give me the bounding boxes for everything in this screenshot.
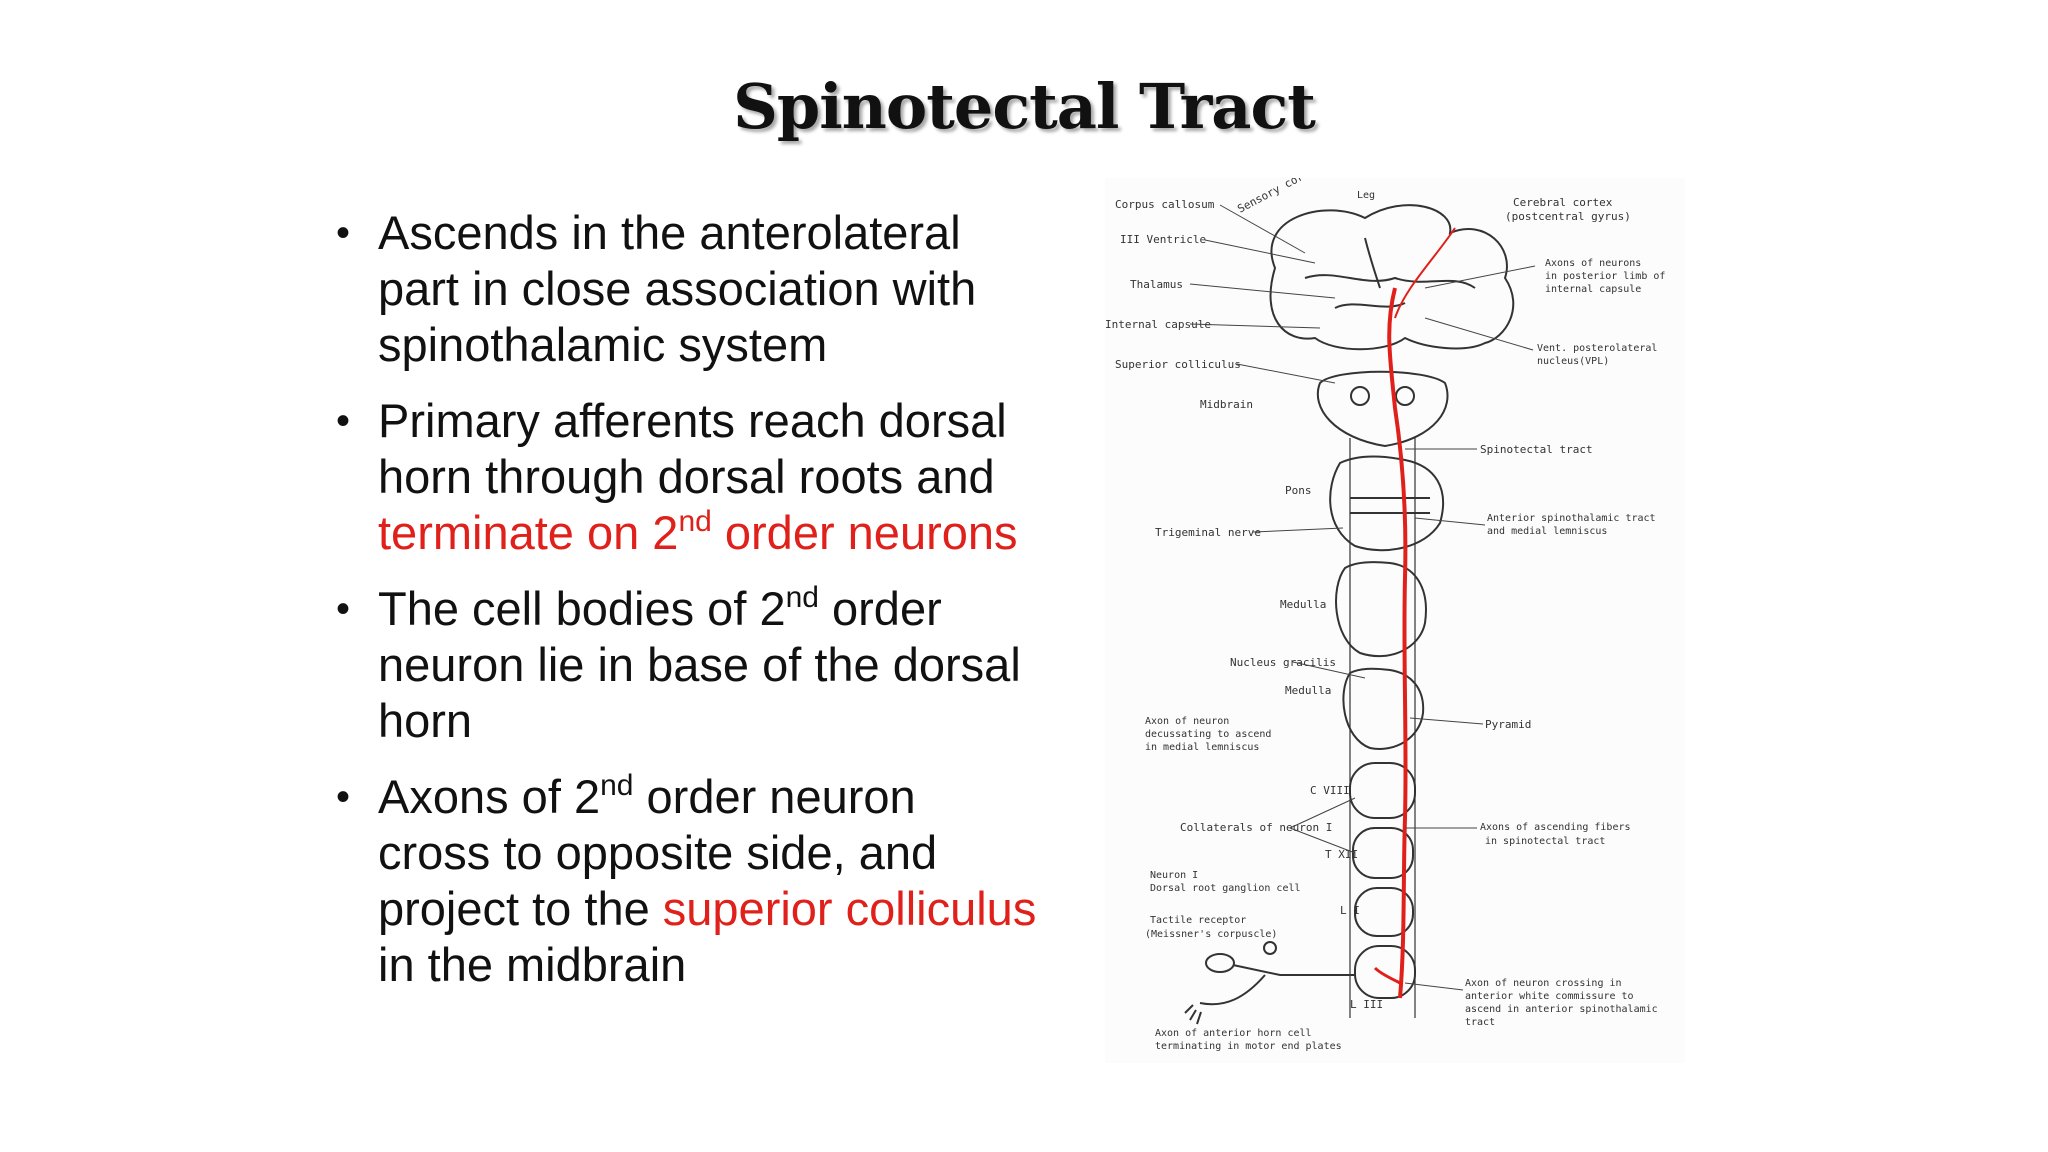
label-medulla: Medulla [1280, 598, 1326, 611]
midbrain-section [1316, 370, 1449, 448]
receptor-and-ganglion [1184, 941, 1355, 1025]
slide-title: Spinotectal Tract [733, 70, 1316, 143]
spinal-cord-segments [1349, 438, 1416, 1018]
bullet-text: horn through dorsal roots and [378, 450, 995, 503]
label-axons-capsule: in posterior limb of [1545, 271, 1665, 282]
bullet-text: Primary afferents reach dorsal [378, 394, 1007, 447]
bullet-dot: • [336, 775, 351, 819]
bullet-item: • Ascends in the anterolateral part in c… [330, 205, 1110, 373]
bullet-item: • Axons of 2nd order neuron cross to opp… [330, 769, 1110, 993]
label-midbrain: Midbrain [1200, 398, 1253, 411]
diagram-labels: Corpus callosum Sensory cortex Leg Cereb… [1105, 178, 1665, 1052]
bullet-text: part in close association with [378, 262, 977, 315]
bullet-text: Axons of 2nd order neuron [378, 769, 916, 823]
label-anterior-horn: terminating in motor end plates [1155, 1041, 1342, 1052]
label-anterior-spinothalamic: Anterior spinothalamic tract [1487, 513, 1656, 524]
label-axon-decussating: Axon of neuron [1145, 716, 1229, 727]
highlight-text: terminate on 2nd order neurons [378, 505, 1018, 559]
pons-section [1329, 455, 1445, 552]
label-nucleus-gracilis: Nucleus gracilis [1230, 656, 1336, 669]
label-collaterals: Collaterals of neuron I [1180, 821, 1332, 834]
label-anterior-spinothalamic: and medial lemniscus [1487, 526, 1607, 537]
label-axon-crossing: Axon of neuron crossing in [1465, 978, 1622, 989]
label-vpl: Vent. posterolateral [1537, 343, 1657, 354]
label-spinotectal-tract: Spinotectal tract [1480, 443, 1593, 456]
label-cerebral-cortex: Cerebral cortex [1513, 196, 1613, 209]
bullet-dot: • [336, 399, 351, 443]
leader-lines [1189, 204, 1536, 991]
bullet-item: • Primary afferents reach dorsal horn th… [330, 393, 1110, 561]
label-axons-ascending: Axons of ascending fibers [1480, 822, 1631, 833]
label-medulla: Medulla [1285, 684, 1331, 697]
bullet-dot: • [336, 211, 351, 255]
label-thalamus: Thalamus [1130, 278, 1183, 291]
label-t12: T XII [1325, 848, 1358, 861]
label-axon-crossing: tract [1465, 1017, 1495, 1028]
label-drg: Dorsal root ganglion cell [1150, 883, 1301, 894]
bullet-text: Ascends in the anterolateral [378, 206, 961, 259]
diagram-svg: Corpus callosum Sensory cortex Leg Cereb… [1105, 178, 1665, 1052]
label-postcentral: (postcentral gyrus) [1505, 210, 1631, 223]
label-l3: L III [1350, 998, 1383, 1011]
label-axons-capsule: Axons of neurons [1545, 258, 1641, 269]
label-superior-colliculus: Superior colliculus [1115, 358, 1241, 371]
label-trigeminal: Trigeminal nerve [1155, 526, 1261, 539]
label-axons-capsule: internal capsule [1545, 284, 1641, 295]
bullet-text: in the midbrain [378, 938, 687, 991]
label-sensory-cortex: Sensory cortex [1235, 178, 1323, 216]
brain-section [1269, 204, 1515, 351]
medulla-section [1335, 561, 1427, 750]
label-vpl: nucleus(VPL) [1537, 356, 1609, 367]
label-l1: L I [1340, 904, 1360, 917]
bullet-text: The cell bodies of 2nd order [378, 581, 942, 635]
bullet-item: • The cell bodies of 2nd order neuron li… [330, 581, 1110, 749]
label-neuron-i: Neuron I [1150, 870, 1198, 881]
label-axon-decussating: decussating to ascend [1145, 729, 1271, 740]
bullet-text: horn [378, 694, 473, 747]
spinotectal-tract-path [1373, 227, 1456, 999]
label-tactile: Tactile receptor [1150, 915, 1246, 926]
bullet-text: cross to opposite side, and [378, 826, 938, 879]
label-meissner: (Meissner's corpuscle) [1145, 929, 1277, 940]
bullet-text: neuron lie in base of the dorsal [378, 638, 1021, 691]
label-axon-crossing: anterior white commissure to [1465, 991, 1634, 1002]
label-c8: C VIII [1310, 784, 1350, 797]
spinotectal-diagram: Corpus callosum Sensory cortex Leg Cereb… [1105, 178, 1685, 1063]
bullet-text: spinothalamic system [378, 318, 828, 371]
label-third-ventricle: III Ventricle [1120, 233, 1206, 246]
bullet-text: project to the superior colliculus [378, 882, 1037, 935]
label-internal-capsule: Internal capsule [1105, 318, 1211, 331]
label-corpus-callosum: Corpus callosum [1115, 198, 1215, 211]
label-leg: Leg [1357, 190, 1375, 201]
label-axon-decussating: in medial lemniscus [1145, 742, 1259, 753]
bullet-dot: • [336, 587, 351, 631]
label-pyramid: Pyramid [1485, 718, 1531, 731]
bullet-list: • Ascends in the anterolateral part in c… [330, 205, 1110, 1013]
label-axon-crossing: ascend in anterior spinothalamic [1465, 1004, 1658, 1015]
highlight-text: superior colliculus [662, 882, 1037, 935]
label-anterior-horn: Axon of anterior horn cell [1155, 1028, 1312, 1039]
label-axons-ascending: in spinotectal tract [1485, 836, 1605, 847]
label-pons: Pons [1285, 484, 1312, 497]
